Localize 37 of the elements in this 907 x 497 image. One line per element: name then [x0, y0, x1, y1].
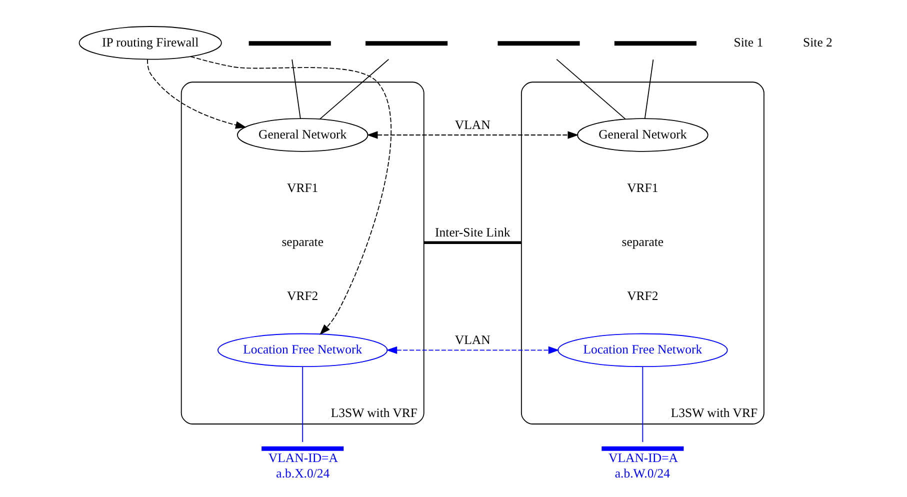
- label: Site 2: [803, 35, 832, 50]
- node-label: VLAN-ID=A: [608, 451, 678, 466]
- connector: [424, 241, 522, 244]
- label: VRF1: [627, 181, 658, 196]
- edge-label: VLAN: [454, 118, 490, 132]
- label: Site 1: [734, 35, 764, 50]
- node-ellipse: IP routing Firewall: [78, 26, 222, 60]
- node-ellipse: Location Free Network: [558, 333, 728, 368]
- node-label: a.b.W.0/24: [614, 466, 670, 481]
- connector: [644, 59, 654, 119]
- node-ellipse: General Network: [577, 118, 708, 152]
- edge-label: Inter-Site Link: [435, 225, 510, 240]
- connector: [642, 366, 644, 442]
- connector: [556, 58, 626, 120]
- node-bar: [248, 41, 331, 46]
- connector: [302, 366, 304, 442]
- connector: [292, 59, 301, 119]
- node-label: VLAN-ID=A: [268, 451, 338, 466]
- node-bar: [614, 41, 696, 46]
- label: separate: [282, 234, 324, 249]
- label: VRF2: [627, 288, 658, 303]
- label: VRF1: [287, 181, 318, 196]
- node-ellipse: General Network: [236, 118, 368, 152]
- node-ellipse: Location Free Network: [217, 333, 388, 368]
- node-bar: [366, 41, 448, 46]
- node-bar: [498, 41, 580, 46]
- label: separate: [622, 234, 664, 249]
- label: VRF2: [287, 288, 318, 303]
- arrow: [190, 56, 392, 336]
- arrow: [147, 58, 247, 129]
- arrow: [366, 131, 579, 139]
- node-bar: [262, 446, 344, 451]
- edge-label: VLAN: [454, 332, 490, 347]
- arrow: [386, 346, 560, 354]
- node-bar: [602, 446, 684, 451]
- node-label: a.b.X.0/24: [276, 466, 330, 481]
- connector: [319, 58, 390, 120]
